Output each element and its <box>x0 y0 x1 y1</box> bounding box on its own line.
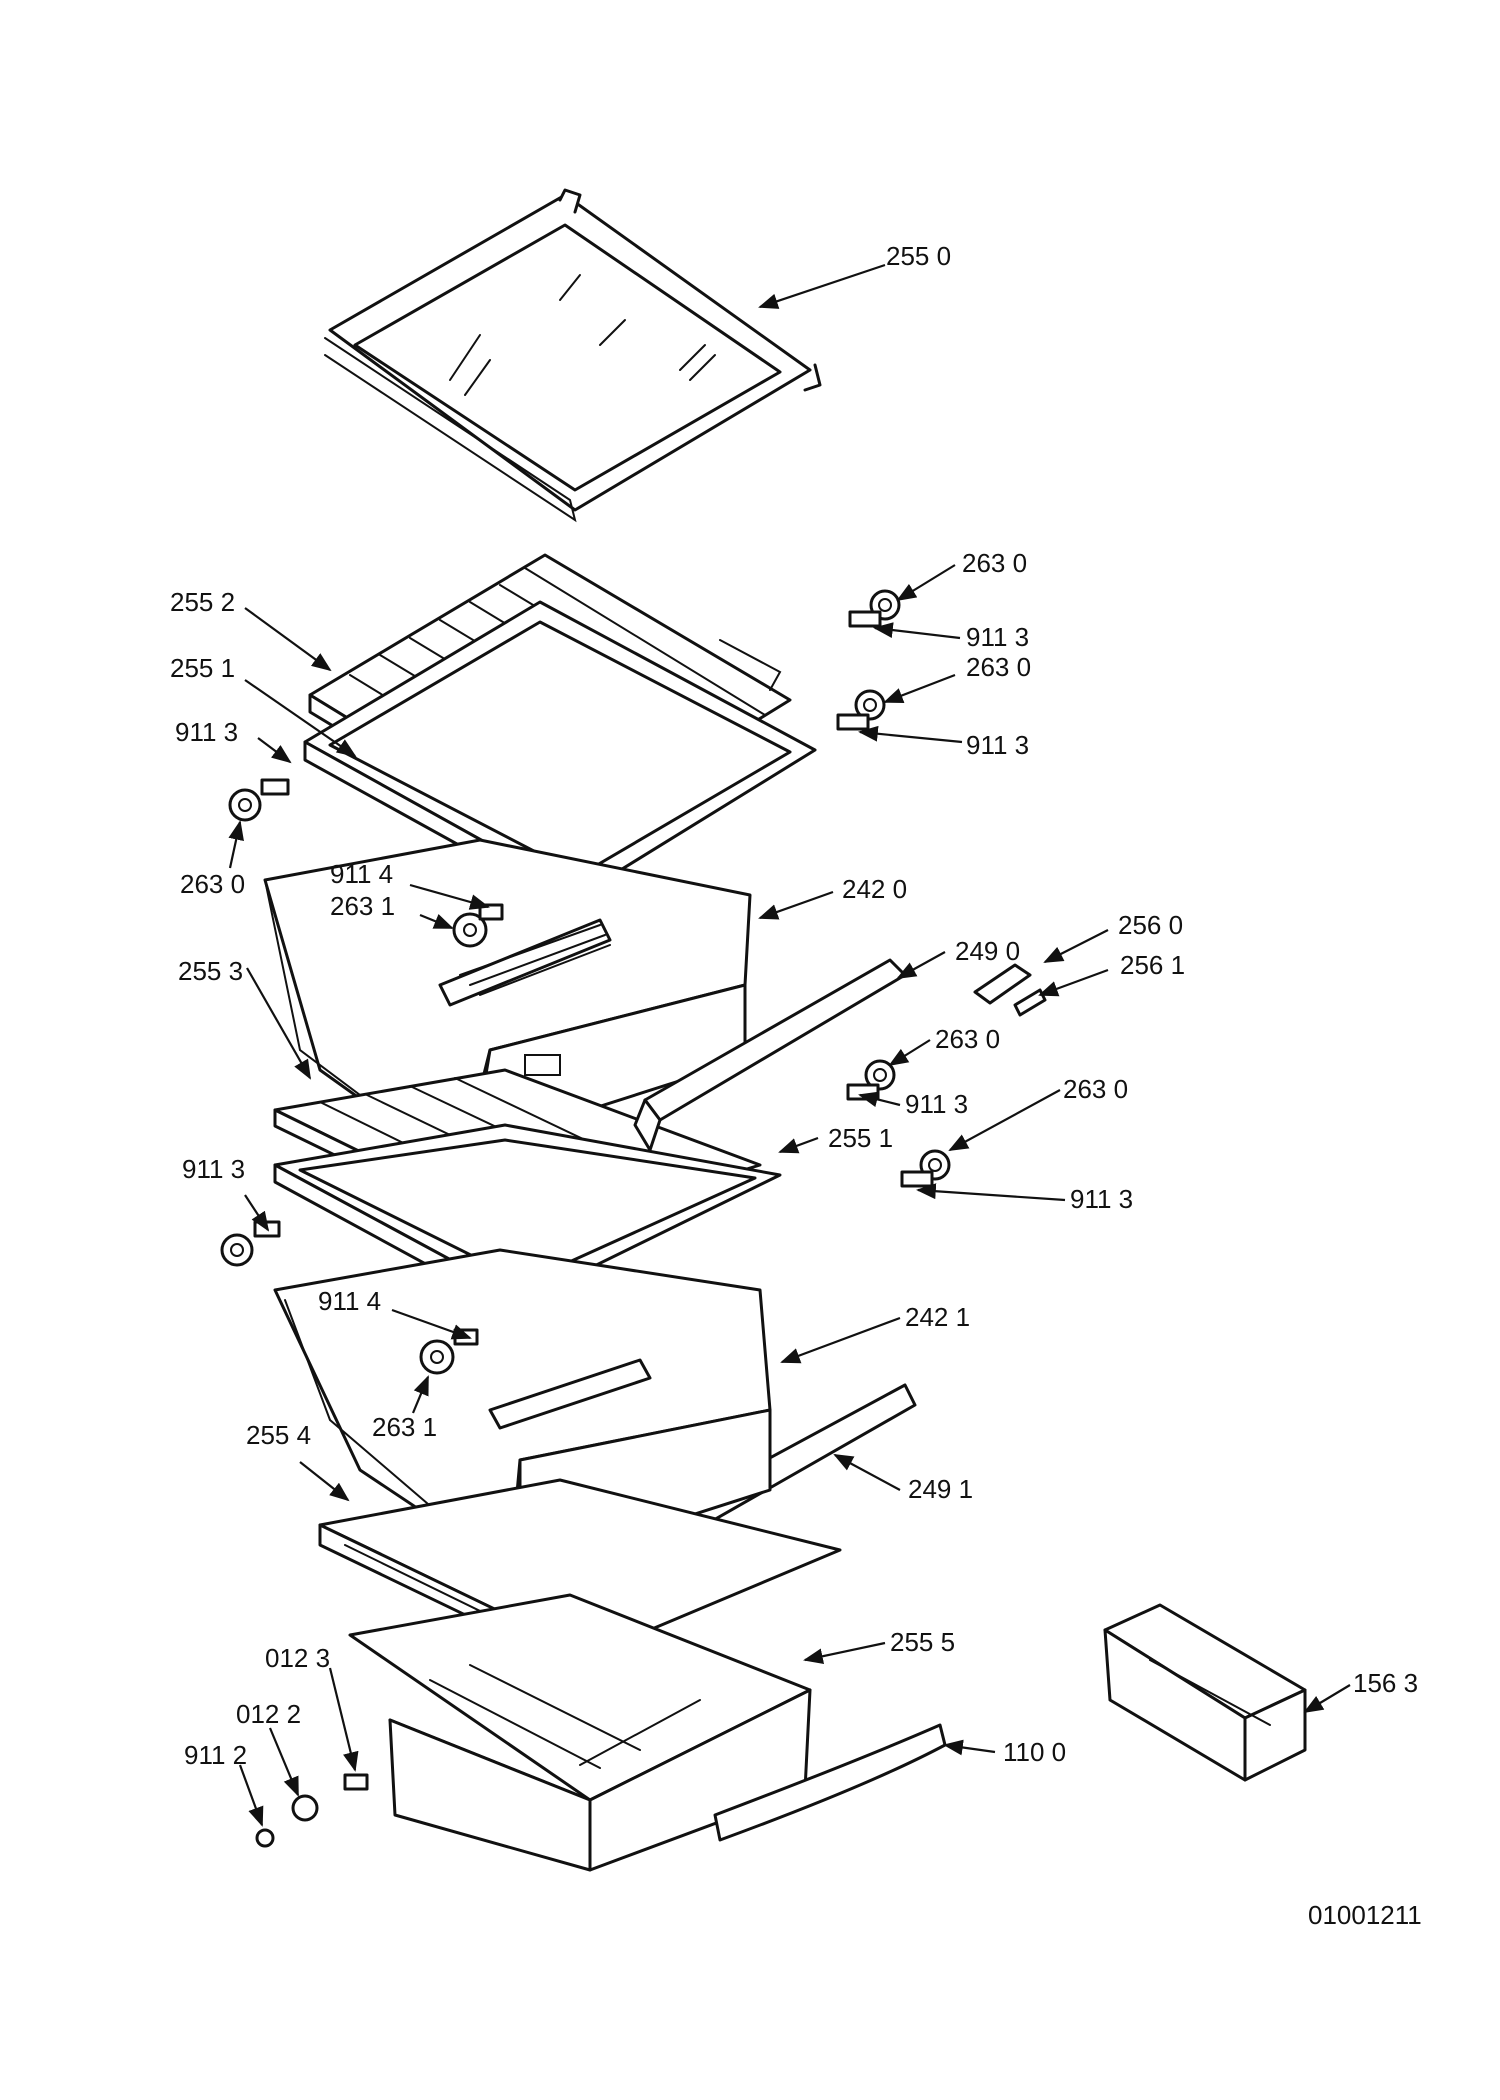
label-263-0-b: 263 0 <box>966 652 1031 682</box>
label-156-3: 156 3 <box>1353 1668 1418 1698</box>
humidity-slide-part <box>973 963 1047 1017</box>
label-255-4: 255 4 <box>246 1420 311 1450</box>
label-249-0: 249 0 <box>955 936 1020 966</box>
label-255-5: 255 5 <box>890 1627 955 1657</box>
label-263-1-a: 263 1 <box>330 891 395 921</box>
label-911-3-e: 911 3 <box>182 1154 245 1184</box>
label-911-3-f: 911 3 <box>1070 1184 1133 1214</box>
label-911-3-b: 911 3 <box>175 717 238 747</box>
glass-shelf-part <box>324 188 822 523</box>
label-263-1-b: 263 1 <box>372 1412 437 1442</box>
label-110-0: 110 0 <box>1003 1737 1066 1767</box>
label-012-3: 012 3 <box>265 1643 330 1673</box>
label-256-0: 256 0 <box>1118 910 1183 940</box>
label-263-0-a: 263 0 <box>962 548 1027 578</box>
label-255-1-a: 255 1 <box>170 653 235 683</box>
label-255-0: 255 0 <box>886 241 951 271</box>
document-number: 01001211 <box>1308 1900 1422 1930</box>
part-labels: 255 0 263 0 255 2 911 3 255 1 263 0 911 … <box>170 241 1422 1930</box>
label-255-2: 255 2 <box>170 587 235 617</box>
label-911-3-d: 911 3 <box>905 1089 968 1119</box>
label-263-0-d: 263 0 <box>935 1024 1000 1054</box>
label-242-1: 242 1 <box>905 1302 970 1332</box>
label-911-4-b: 911 4 <box>318 1286 381 1316</box>
door-bin-part <box>1103 1603 1307 1782</box>
label-242-0: 242 0 <box>842 874 907 904</box>
rail-upper-part <box>633 958 907 1152</box>
meat-pan-part <box>348 1593 812 1872</box>
label-255-1-b: 255 1 <box>828 1123 893 1153</box>
label-249-1: 249 1 <box>908 1474 973 1504</box>
label-911-3-a: 911 3 <box>966 622 1029 652</box>
label-911-2: 911 2 <box>184 1740 247 1770</box>
label-256-1: 256 1 <box>1120 950 1185 980</box>
label-012-2: 012 2 <box>236 1699 301 1729</box>
label-263-0-e: 263 0 <box>1063 1074 1128 1104</box>
label-911-3-c: 911 3 <box>966 730 1029 760</box>
label-263-0-c: 263 0 <box>180 869 245 899</box>
label-255-3: 255 3 <box>178 956 243 986</box>
leader-lines <box>228 263 1351 1827</box>
label-911-4-a: 911 4 <box>330 859 393 889</box>
